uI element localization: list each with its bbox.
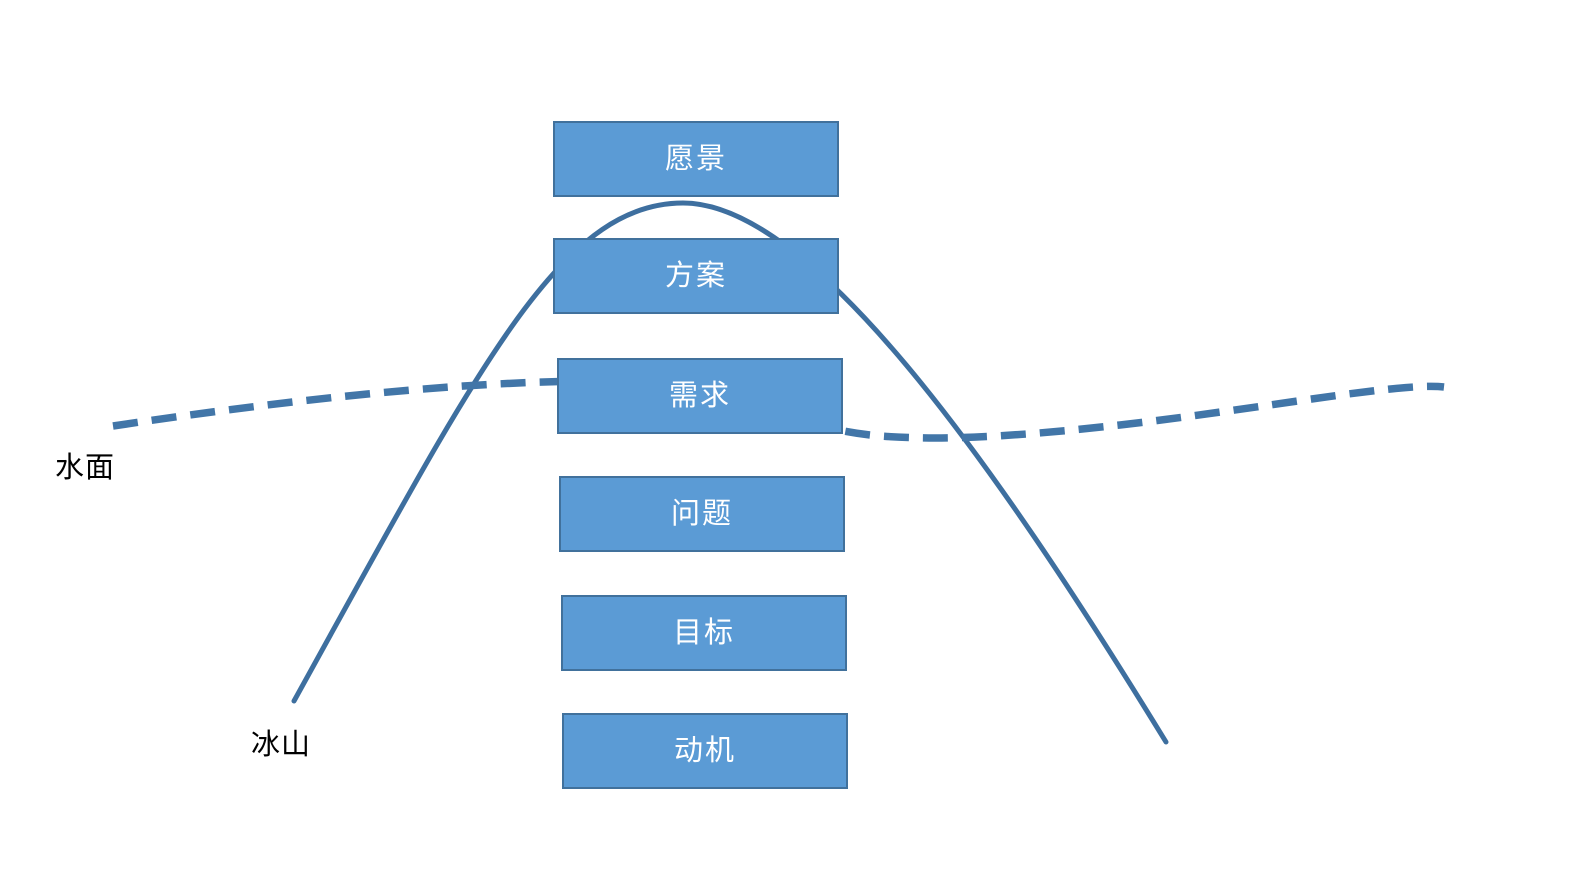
iceberg-label: 冰山	[251, 729, 312, 761]
diagram-box-demand: 需求	[557, 358, 843, 434]
box-label-solution: 方案	[664, 259, 727, 292]
diagram-box-vision: 愿景	[553, 121, 839, 197]
diagram-box-goal: 目标	[561, 595, 847, 671]
iceberg-curve-line	[291, 200, 1169, 745]
diagram-box-solution: 方案	[553, 238, 839, 314]
diagram-box-motivation: 动机	[562, 713, 848, 789]
box-label-goal: 目标	[672, 616, 735, 649]
water-surface-label: 水面	[55, 452, 116, 484]
diagram-box-problem: 问题	[559, 476, 845, 552]
box-label-demand: 需求	[668, 379, 731, 412]
box-label-vision: 愿景	[664, 142, 727, 175]
water-surface-dashed-line	[112, 377, 1445, 442]
box-label-motivation: 动机	[673, 734, 736, 767]
box-label-problem: 问题	[670, 497, 733, 530]
